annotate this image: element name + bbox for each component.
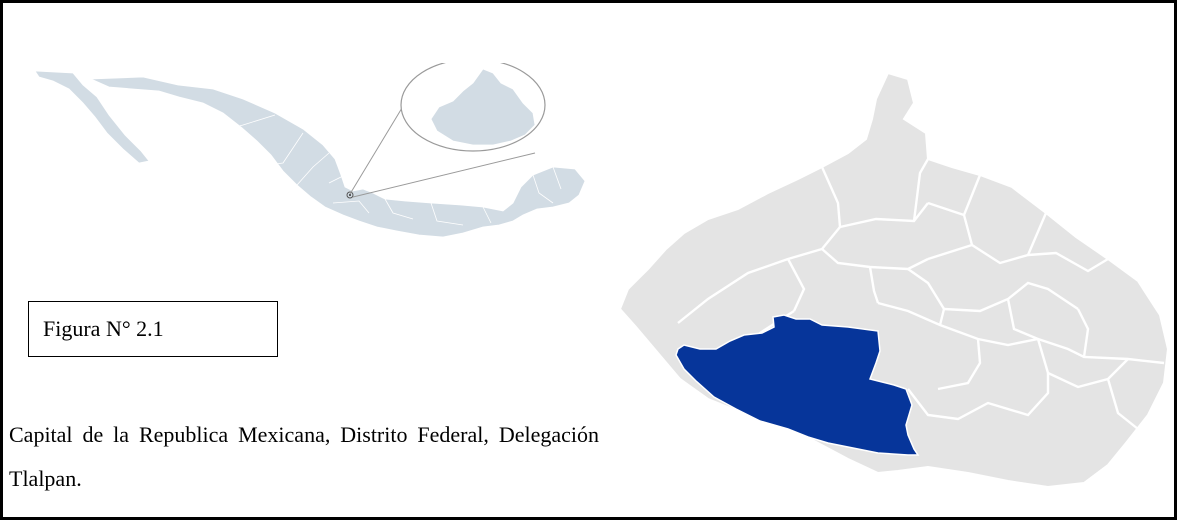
distrito-federal-map (618, 71, 1170, 489)
inset-connector-line (352, 152, 536, 198)
figure-label-box: Figura N° 2.1 (28, 301, 278, 357)
df-location-marker (346, 191, 354, 199)
figure-label: Figura N° 2.1 (43, 316, 164, 341)
mexico-mainland-shape (90, 76, 586, 238)
inset-df-shape (430, 68, 536, 146)
mexico-locator-map (34, 63, 586, 238)
tlalpan-highlight (675, 314, 920, 456)
delegation-borders (677, 158, 1165, 430)
figure-caption: Capital de la Republica Mexicana, Distri… (9, 422, 599, 491)
baja-california-shape (34, 70, 150, 164)
inset-connector-line (349, 102, 406, 195)
state-borders (182, 98, 562, 226)
